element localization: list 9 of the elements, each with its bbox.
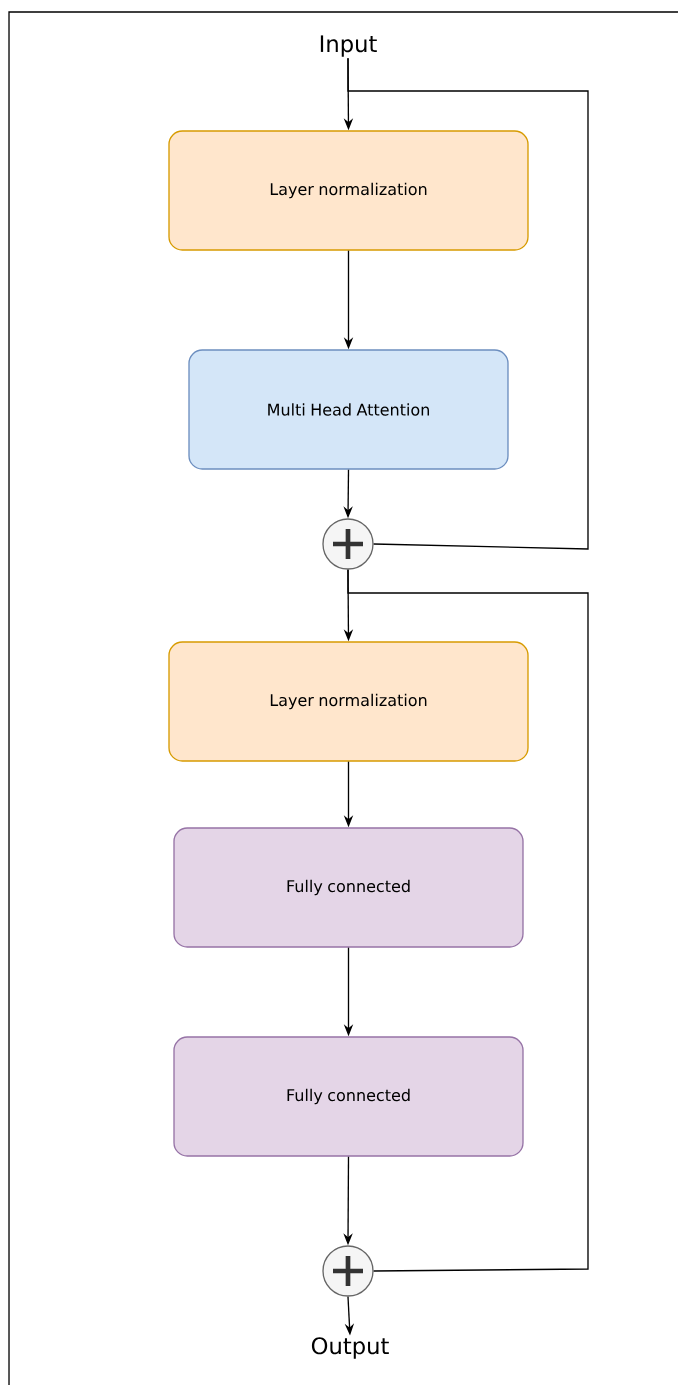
process-box: Layer normalization [168,641,529,762]
sum-circle [322,518,374,570]
process-box: Multi Head Attention [188,349,509,470]
process-box: Fully connected [173,827,524,948]
io-label: Output [311,1337,389,1359]
sum-circle [322,1245,374,1297]
process-box: Fully connected [173,1036,524,1157]
io-label: Input [320,35,377,57]
process-box: Layer normalization [168,130,529,251]
